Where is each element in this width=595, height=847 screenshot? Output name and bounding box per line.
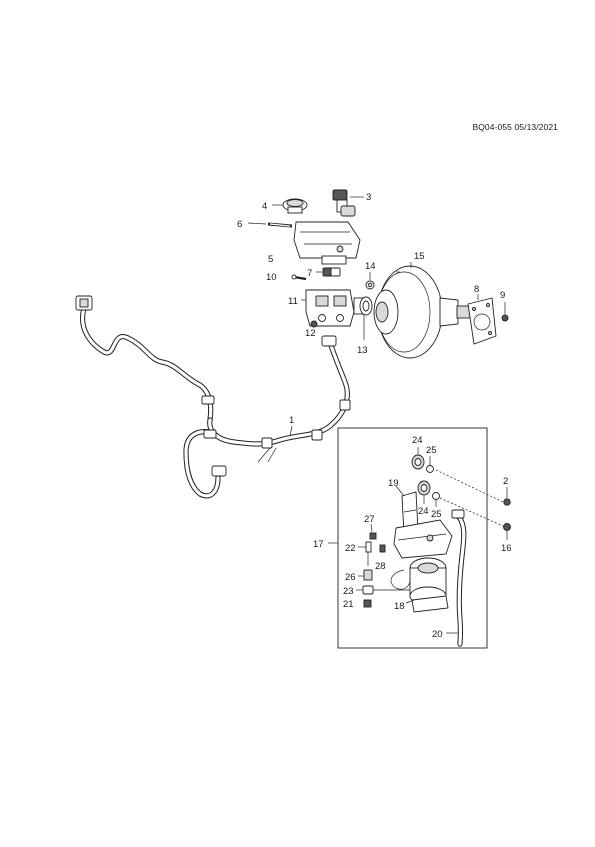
grommet-26 (363, 569, 373, 581)
reservoir-cap (282, 198, 308, 214)
pin-28 (379, 544, 386, 553)
vacuum-hose-assembly (75, 295, 351, 499)
callout-21: 21 (343, 599, 354, 610)
callout-8: 8 (474, 284, 479, 295)
callout-23: 23 (343, 586, 354, 597)
document-reference: BQ04-055 05/13/2021 (472, 122, 558, 132)
brake-master-cylinder (305, 289, 367, 327)
callout-4: 4 (262, 201, 267, 212)
isolator-bushing-upper (411, 454, 425, 470)
booster-seal-13 (359, 296, 373, 316)
callout-14: 14 (365, 261, 376, 272)
callout-25-lower: 25 (431, 509, 442, 520)
vacuum-pump-housing (393, 519, 453, 559)
callout-27: 27 (364, 514, 375, 525)
screw-22 (365, 541, 372, 566)
reservoir-grommet (322, 267, 341, 277)
fluid-level-sensor (332, 189, 356, 217)
callout-24-upper: 24 (412, 435, 423, 446)
bolt-2 (503, 498, 511, 506)
retaining-pin (267, 222, 293, 228)
clip-27 (369, 532, 377, 540)
callout-15: 15 (414, 251, 425, 262)
callout-28: 28 (375, 561, 386, 572)
brake-fluid-reservoir (293, 221, 361, 265)
callout-5: 5 (268, 254, 273, 265)
callout-22: 22 (345, 543, 356, 554)
callout-10: 10 (266, 272, 277, 283)
spacer-lower (432, 492, 440, 500)
check-valve-grommet (365, 280, 375, 290)
nut-21 (363, 599, 372, 608)
callout-3: 3 (366, 192, 371, 203)
callout-6: 6 (237, 219, 242, 230)
mounting-screw-10 (291, 274, 307, 281)
mounting-nut-9 (501, 314, 509, 322)
callout-12: 12 (305, 328, 316, 339)
callout-20: 20 (432, 629, 443, 640)
spacer-upper (426, 465, 434, 473)
callout-9: 9 (500, 290, 505, 301)
callout-7: 7 (307, 268, 312, 279)
callout-1: 1 (289, 415, 294, 426)
nut-16 (503, 523, 511, 531)
vacuum-pump-inset-frame (337, 427, 488, 649)
callout-18: 18 (394, 601, 405, 612)
callout-25-upper: 25 (426, 445, 437, 456)
mounting-nut-12 (310, 320, 318, 328)
isolator-bushing-lower (417, 480, 431, 496)
callout-2: 2 (503, 476, 508, 487)
callout-19: 19 (388, 478, 399, 489)
booster-gasket (467, 297, 497, 345)
callout-16: 16 (501, 543, 512, 554)
callout-11: 11 (288, 296, 298, 307)
callout-24-lower: 24 (418, 506, 429, 517)
callout-26: 26 (345, 572, 356, 583)
pump-vacuum-hose (451, 509, 467, 647)
electric-vacuum-pump (390, 557, 449, 613)
callout-13: 13 (357, 345, 368, 356)
callout-17: 17 (313, 539, 324, 550)
isolator-23 (362, 585, 374, 595)
vacuum-brake-booster (373, 265, 472, 359)
